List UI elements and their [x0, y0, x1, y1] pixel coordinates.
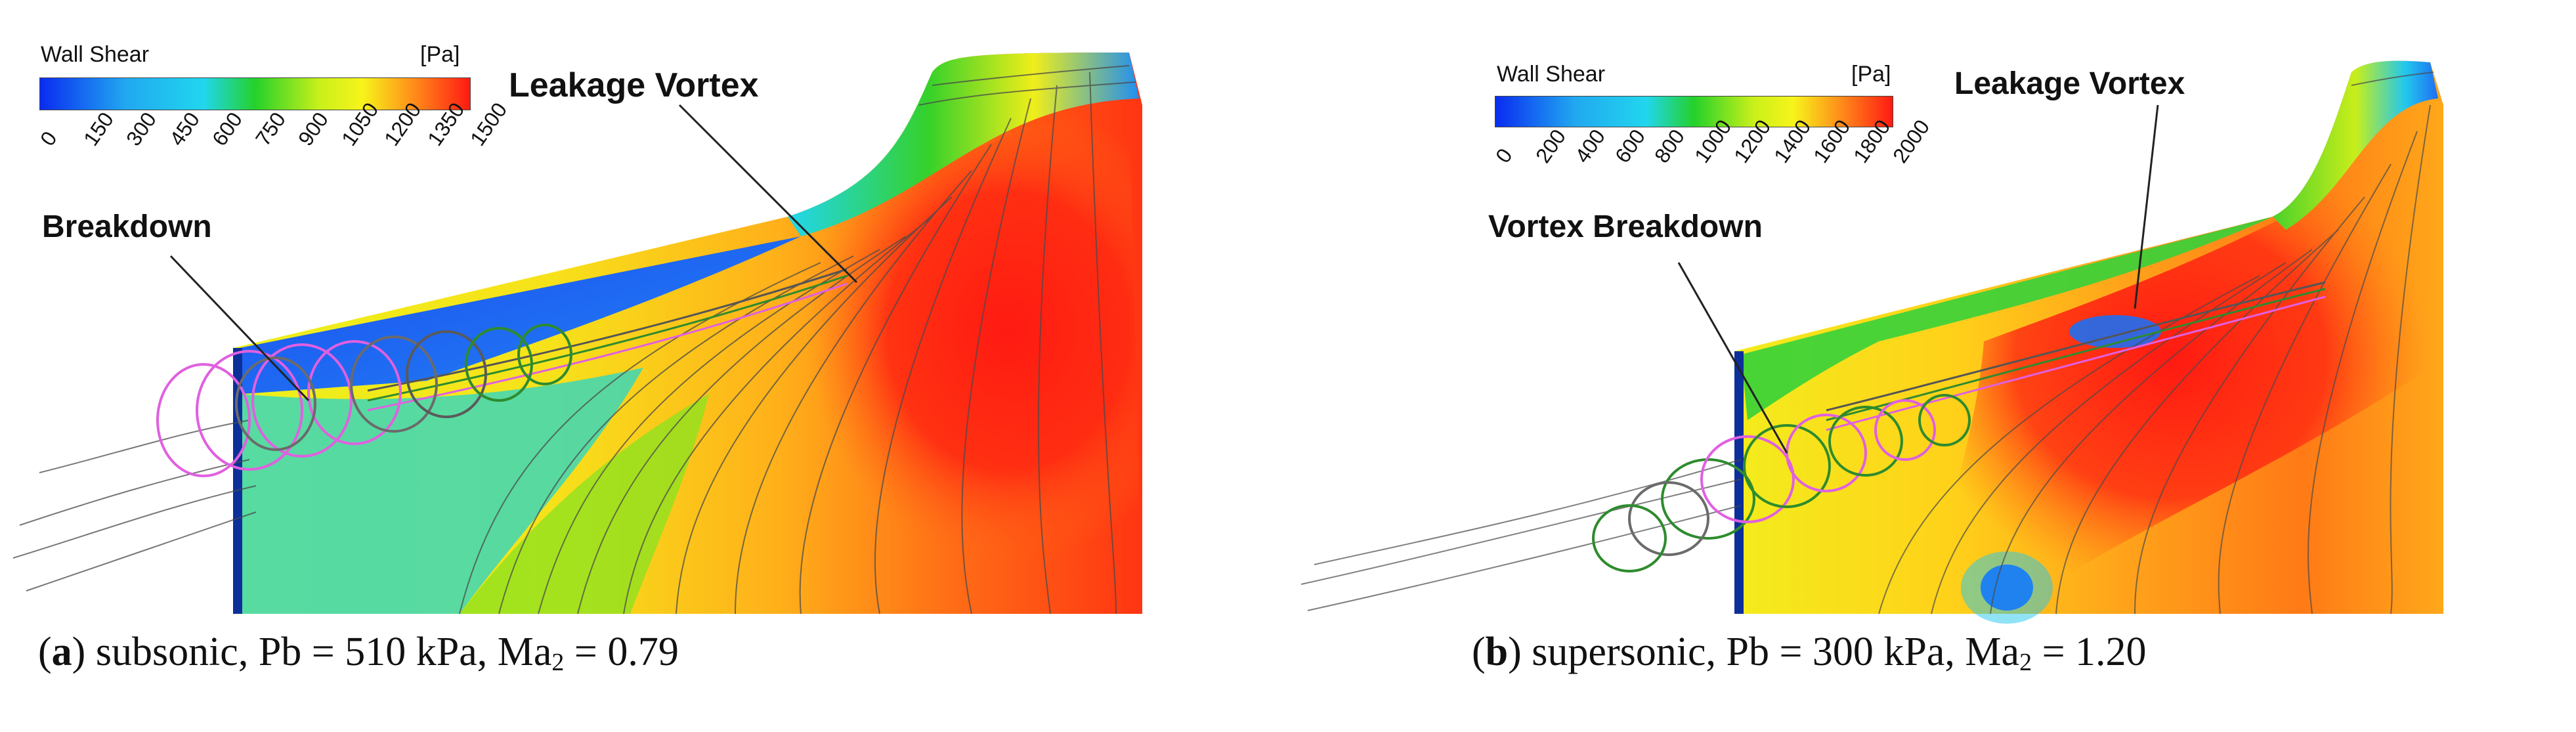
breakdown-label: Vortex Breakdown [1488, 209, 1763, 244]
leading-edge [233, 348, 242, 614]
caption-a: (a) subsonic, Pb = 510 kPa, Ma2 = 0.79 [38, 630, 679, 676]
breakdown-leader [169, 255, 310, 402]
vortex-breakdown-loops [156, 324, 572, 477]
blade-tip [2273, 60, 2438, 230]
colorbar-title: Wall Shear [1497, 62, 1606, 87]
high-shear-region [1912, 151, 2430, 614]
colorbar [1495, 96, 1893, 127]
blade-surface-a [12, 53, 1142, 614]
leakage-vortex-label: Leakage Vortex [1954, 66, 2185, 101]
colorbar [39, 77, 471, 110]
leakage-vortex-leader [2134, 104, 2159, 309]
blade-surface-b [1300, 60, 2443, 624]
colorbar-title: Wall Shear [41, 42, 150, 67]
leakage-vortex-label: Leakage Vortex [509, 66, 759, 104]
streamlines [1300, 72, 2434, 614]
breakdown-leader [1677, 262, 1788, 454]
colorbar-unit: [Pa] [1851, 62, 1891, 87]
mid-shear-region [240, 368, 643, 614]
caption-b: (b) supersonic, Pb = 300 kPa, Ma2 = 1.20 [1472, 630, 2147, 676]
blade-tip [788, 53, 1139, 236]
low-shear-region [240, 236, 801, 394]
leakage-vortex-leader [678, 104, 858, 284]
low-shear-pocket [2069, 315, 2161, 348]
breakdown-label: Breakdown [42, 209, 212, 244]
colorbar-unit: [Pa] [420, 42, 460, 67]
streamlines [12, 65, 1136, 614]
leading-edge [1734, 351, 1744, 614]
